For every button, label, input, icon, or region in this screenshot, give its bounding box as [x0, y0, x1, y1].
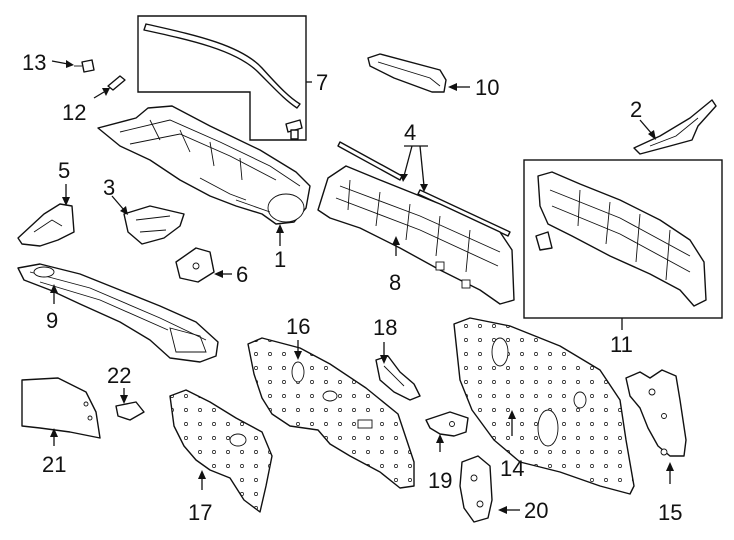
part-4-seal-left[interactable] — [337, 141, 403, 181]
part-18-bracket[interactable] — [375, 355, 421, 401]
callout-11: 11 — [610, 332, 633, 357]
callout-4: 4 — [404, 120, 416, 145]
callout-9: 9 — [46, 308, 58, 333]
part-15-side-panel[interactable] — [625, 369, 687, 457]
callout-15: 15 — [658, 500, 682, 525]
callout-20: 20 — [524, 498, 548, 523]
callout-14: 14 — [500, 456, 524, 481]
part-11-inset-box — [523, 159, 723, 319]
part-9-lower-panel[interactable] — [17, 263, 219, 363]
callout-22: 22 — [107, 363, 131, 388]
part-2-bracket[interactable] — [633, 99, 717, 155]
callout-6: 6 — [236, 262, 248, 287]
part-1-cowl-panel[interactable] — [97, 105, 311, 225]
part-7-inset-box — [137, 15, 312, 141]
part-6-bracket[interactable] — [175, 247, 215, 283]
part-20-bracket[interactable] — [459, 455, 493, 523]
part-3-bracket[interactable] — [123, 205, 185, 245]
part-7-seal-strip[interactable] — [143, 23, 301, 109]
callout-1: 1 — [274, 247, 286, 272]
callout-2: 2 — [630, 97, 642, 122]
callout-13: 13 — [22, 50, 46, 75]
part-14-dash-panel[interactable] — [453, 317, 635, 495]
part-17-insulator[interactable] — [169, 389, 273, 513]
part-10-cover[interactable] — [367, 53, 447, 93]
part-11-cross-member[interactable] — [535, 171, 707, 307]
part-13-bolt[interactable] — [74, 59, 95, 73]
callout-16: 16 — [286, 314, 310, 339]
callout-8: 8 — [389, 270, 401, 295]
callout-17: 17 — [188, 500, 212, 525]
callout-19: 19 — [428, 468, 452, 493]
part-7-clip[interactable] — [285, 119, 303, 140]
part-4-seal-right[interactable] — [417, 189, 511, 237]
part-5-bracket[interactable] — [17, 203, 75, 247]
callout-12: 12 — [62, 100, 86, 125]
callout-7: 7 — [316, 70, 328, 95]
part-12-pin[interactable] — [107, 75, 126, 91]
callout-10: 10 — [475, 75, 499, 100]
callout-5: 5 — [58, 158, 70, 183]
callout-18: 18 — [373, 315, 397, 340]
part-22-clip[interactable] — [115, 401, 145, 421]
callout-3: 3 — [103, 175, 115, 200]
part-16-insulator[interactable] — [247, 337, 415, 489]
callout-21: 21 — [42, 452, 66, 477]
part-8-cowl-bracket[interactable] — [317, 165, 515, 305]
part-21-insulator-pad[interactable] — [21, 377, 101, 439]
part-19-bracket[interactable] — [425, 411, 469, 437]
